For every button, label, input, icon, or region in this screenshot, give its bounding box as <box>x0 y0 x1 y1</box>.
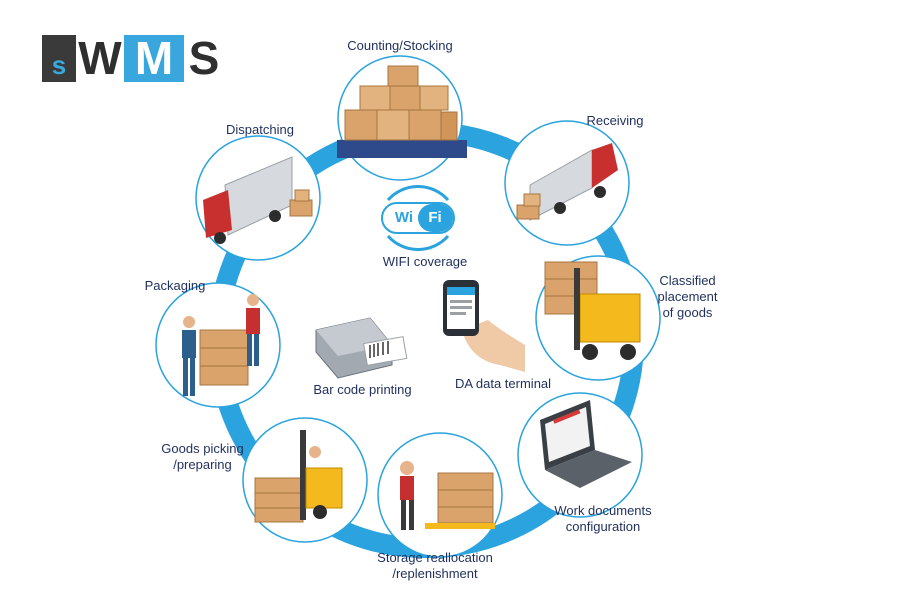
node-counting-stocking <box>337 55 467 181</box>
node-storage-reallocation <box>377 432 503 558</box>
label-packaging: Packaging <box>144 278 206 293</box>
pallet-jack-worker-icon <box>400 461 495 530</box>
label-counting-stocking: Counting/Stocking <box>347 38 453 53</box>
barcode-printer-icon <box>315 317 408 379</box>
logo-letter-m: M <box>124 35 184 82</box>
stacked-boxes-icon <box>337 65 467 158</box>
wifi-badge <box>381 185 455 251</box>
label-goods-picking: Goods picking /preparing <box>161 441 244 472</box>
forklift-icon <box>544 261 641 360</box>
logo-letter-s: S <box>184 35 224 82</box>
packaging-workers-icon <box>182 294 260 396</box>
label-da-data-terminal: DA data terminal <box>454 376 552 391</box>
receiving-truck-icon <box>516 143 618 221</box>
laptop-icon <box>540 400 632 488</box>
wifi-fi-text: Fi <box>428 209 442 226</box>
logo-letter-s-small: s <box>42 35 76 82</box>
label-bar-code-printing: Bar code printing <box>313 382 412 397</box>
node-receiving <box>504 120 630 246</box>
node-work-documents <box>517 392 643 518</box>
forklift-picking-icon <box>254 430 343 523</box>
label-dispatching: Dispatching <box>226 122 294 137</box>
node-goods-picking <box>242 417 368 543</box>
label-storage-reallocation: Storage reallocation /replenishment <box>377 550 493 581</box>
data-terminal-icon <box>443 280 525 372</box>
wifi-wi-text: Wi <box>394 209 414 226</box>
label-work-documents: Work documents configuration <box>554 503 652 534</box>
node-dispatching <box>195 135 321 261</box>
node-classified-placement <box>535 255 661 381</box>
label-receiving: Receiving <box>586 113 644 128</box>
label-classified-placement: Classified placement of goods <box>657 273 718 320</box>
node-packaging <box>155 282 281 408</box>
label-wifi-coverage: WIFI coverage <box>382 254 468 269</box>
swms-logo: s W M S <box>42 35 224 82</box>
logo-letter-w: W <box>76 35 124 82</box>
dispatch-truck-icon <box>203 156 313 244</box>
